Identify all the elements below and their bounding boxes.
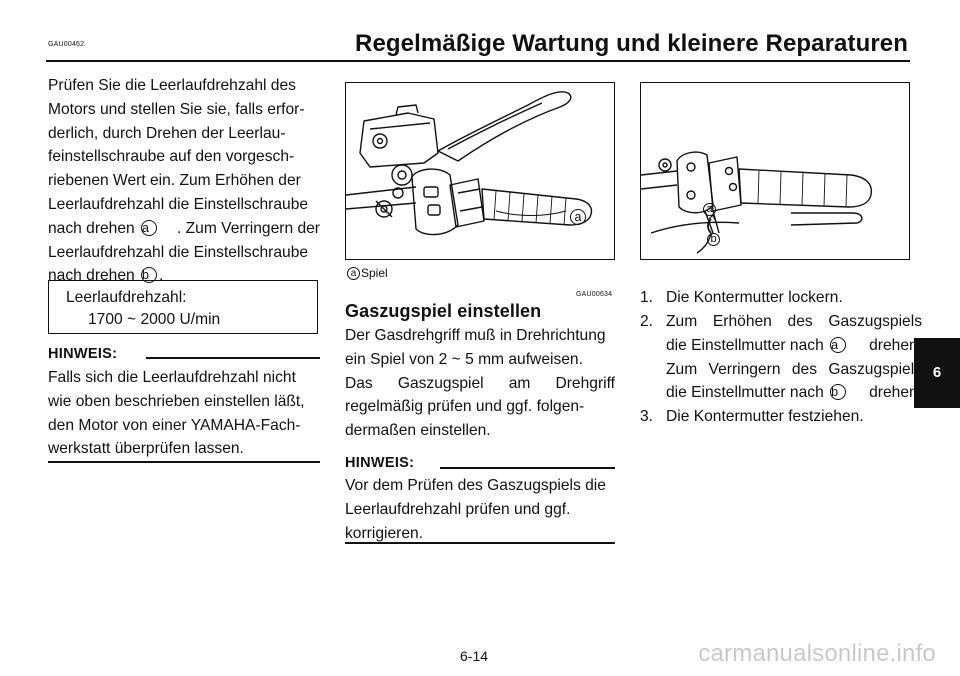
figure-label-a: a: [570, 209, 586, 225]
cable-adjuster-illustration: [641, 151, 873, 254]
chapter-tab: 6: [914, 338, 960, 408]
spec-label: Leerlaufdrehzahl:: [66, 289, 187, 306]
marker-a: a: [141, 219, 158, 236]
section-code: GAU00634: [576, 291, 613, 298]
list-item: 1. Die Kontermutter lockern.: [640, 289, 843, 306]
page-number: 6-14: [460, 648, 489, 664]
text-line: korrigieren.: [345, 524, 423, 542]
list-item: 2. Zum Erhöhen des Gaszugspiels die Eins…: [640, 313, 922, 402]
header-rule: [46, 60, 910, 62]
caption-marker: a: [347, 267, 360, 280]
list-item: 3. Die Kontermutter festziehen.: [640, 408, 864, 425]
handlebar-figure-right: a b: [640, 82, 910, 260]
text-line: regelmäßig prüfen und ggf. folgen-: [345, 398, 585, 416]
text-line: Falls sich die Leerlaufdrehzahl nicht: [48, 369, 296, 386]
marker-b: b: [141, 267, 158, 284]
text-line: feinstellschraube auf den vorgesch-: [48, 148, 295, 166]
hinweis-rule: [146, 357, 320, 359]
figure-label-b: b: [707, 233, 720, 246]
text-line: Der Gasdrehgriff muß in Drehrichtung: [345, 327, 606, 344]
figure-label-a: a: [703, 203, 716, 216]
hinweis-end-rule: [48, 461, 320, 463]
page-title: Regelmäßige Wartung und kleinere Reparat…: [355, 30, 908, 57]
text-line: riebenen Wert ein. Zum Erhöhen der: [48, 172, 301, 190]
text-line: Prüfen Sie die Leerlaufdrehzahl des: [48, 77, 296, 94]
middle-paragraph: Der Gasdrehgriff muß in Drehrichtung ein…: [345, 324, 615, 443]
document-code: GAU00462: [48, 41, 85, 48]
throttle-grip-illustration: [346, 91, 593, 236]
text-line: derlich, durch Drehen der Leerlau-: [48, 124, 286, 142]
hinweis-text: Falls sich die Leerlaufdrehzahl nicht wi…: [48, 366, 320, 461]
handlebar-figure-left: a: [345, 82, 615, 260]
spec-value: 1700 ~ 2000 U/min: [88, 311, 221, 328]
hinweis-text: Vor dem Prüfen des Gaszugspiels die Leer…: [345, 474, 615, 545]
section-title: Gaszugspiel einstellen: [345, 301, 542, 321]
watermark: carmanualsonline.info: [698, 640, 936, 667]
text-line: Leerlaufdrehzahl die Einstellschraube: [48, 243, 309, 261]
text-line: werkstatt überprüfen lassen.: [48, 440, 244, 458]
text-line: wie oben beschrieben einstellen läßt,: [48, 392, 305, 410]
text-line: dermaßen einstellen.: [345, 422, 491, 440]
left-paragraph: Prüfen Sie die Leerlaufdrehzahl des Moto…: [48, 74, 320, 288]
marker-a: a: [830, 336, 847, 353]
text-line: Das Gaszugspiel am Drehgriff: [345, 374, 615, 392]
hinweis-label: HINWEIS:: [48, 346, 118, 362]
text-line: Vor dem Prüfen des Gaszugspiels die: [345, 477, 606, 494]
text-line: nach drehen a . Zum Verringern der: [48, 219, 320, 237]
hinweis-end-rule: [345, 542, 615, 544]
hinweis-label: HINWEIS:: [345, 455, 415, 471]
text-line: den Motor von einer YAMAHA-Fach-: [48, 416, 301, 434]
hinweis-rule: [440, 467, 615, 469]
text-line: Motors und stellen Sie sie, falls erfor-: [48, 100, 305, 118]
text-line: Leerlaufdrehzahl prüfen und ggf.: [345, 500, 571, 518]
steps-list: 1. Die Kontermutter lockern. 2. Zum Erhö…: [640, 286, 922, 425]
marker-b: b: [830, 384, 847, 401]
spec-box: Leerlaufdrehzahl: 1700 ~ 2000 U/min: [48, 280, 318, 334]
text-line: Leerlaufdrehzahl die Einstellschraube: [48, 195, 309, 213]
text-line: ein Spiel von 2 ~ 5 mm aufweisen.: [345, 350, 583, 368]
